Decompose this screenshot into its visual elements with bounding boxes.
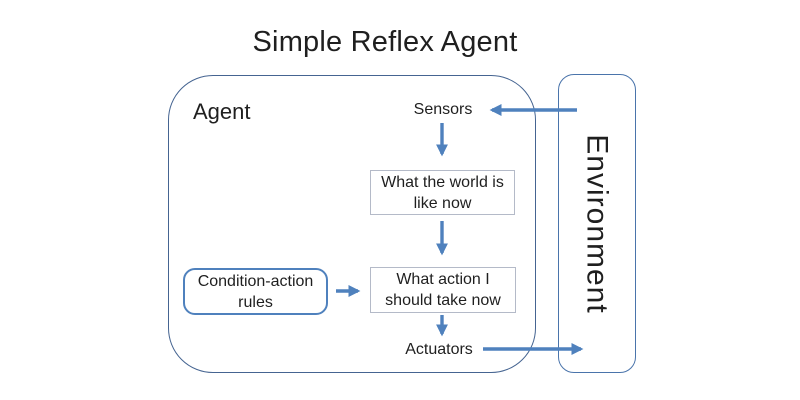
rules-line-1: Condition-action bbox=[197, 272, 314, 290]
agent-container-box bbox=[168, 75, 536, 373]
sensors-label: Sensors bbox=[413, 101, 473, 118]
agent-label: Agent bbox=[193, 99, 251, 124]
action-state-line-2: should take now bbox=[385, 292, 501, 309]
actuators-label: Actuators bbox=[405, 341, 473, 358]
page-title: Simple Reflex Agent bbox=[252, 26, 518, 58]
world-state-line-1: What the world is bbox=[381, 173, 504, 191]
world-state-line-2: like now bbox=[413, 194, 472, 212]
action-state-box: What action I should take now bbox=[370, 267, 516, 313]
world-state-box: What the world is like now bbox=[370, 170, 515, 215]
action-state-line-1: What action I bbox=[396, 271, 490, 288]
rules-line-2: rules bbox=[238, 293, 273, 311]
environment-label: Environment bbox=[581, 133, 615, 314]
environment-container-box: Environment bbox=[558, 74, 636, 373]
condition-action-rules-box: Condition-action rules bbox=[183, 268, 328, 315]
